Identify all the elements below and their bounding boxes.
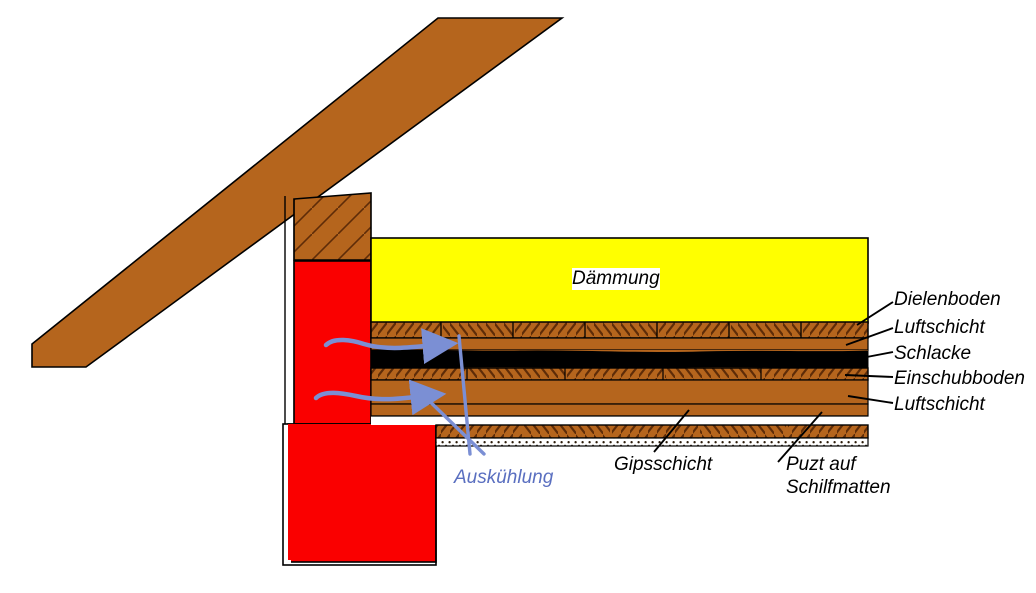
- layer-luftschicht-lower: [370, 379, 869, 405]
- layer-puzt-schilfmatten: [435, 437, 869, 447]
- layer-luftschicht-upper: [370, 337, 869, 351]
- label-dielenboden: Dielenboden: [894, 289, 1001, 311]
- label-daemmung: Dämmung: [572, 268, 660, 290]
- rafter-bearing-block: [293, 192, 372, 261]
- layer-schlacke: [370, 349, 869, 368]
- wall-lower: [282, 423, 437, 566]
- airflow-arrow-upper: [323, 328, 459, 365]
- airflow-arrow-lower: [313, 379, 447, 416]
- label-puzt-line2: Schilfmatten: [786, 477, 891, 499]
- label-luftschicht-upper: Luftschicht: [894, 317, 985, 339]
- leader-line-luftschicht-lower: [847, 395, 894, 404]
- leader-line-dielenboden: [856, 301, 894, 326]
- label-schlacke: Schlacke: [894, 343, 972, 365]
- layer-einschubboden: [370, 367, 869, 381]
- layer-dielenboden: [370, 321, 869, 339]
- leader-line-einschubboden: [844, 374, 894, 378]
- label-auskuehlung: Auskühlung: [454, 467, 554, 489]
- label-luftschicht-lower: Luftschicht: [894, 394, 985, 416]
- layer-gipsschicht: [370, 403, 869, 417]
- label-einschubboden: Einschubboden: [894, 368, 1025, 390]
- leader-line-luftschicht-upper: [845, 327, 894, 346]
- gap-under-gypsum: [371, 415, 868, 425]
- leader-line-schlacke: [850, 351, 894, 361]
- leader-line-gipsschicht: [653, 409, 690, 453]
- leader-line-puzt: [777, 411, 823, 463]
- label-gipsschicht: Gipsschicht: [614, 454, 713, 476]
- label-puzt-line1: Puzt auf: [786, 454, 856, 476]
- facade-line: [284, 196, 295, 424]
- layer-lath-wood: [435, 424, 869, 439]
- roof-rafter: [31, 17, 565, 368]
- leader-line-auskuehlung-1: [457, 334, 472, 456]
- leader-line-auskuehlung-2: [418, 390, 486, 456]
